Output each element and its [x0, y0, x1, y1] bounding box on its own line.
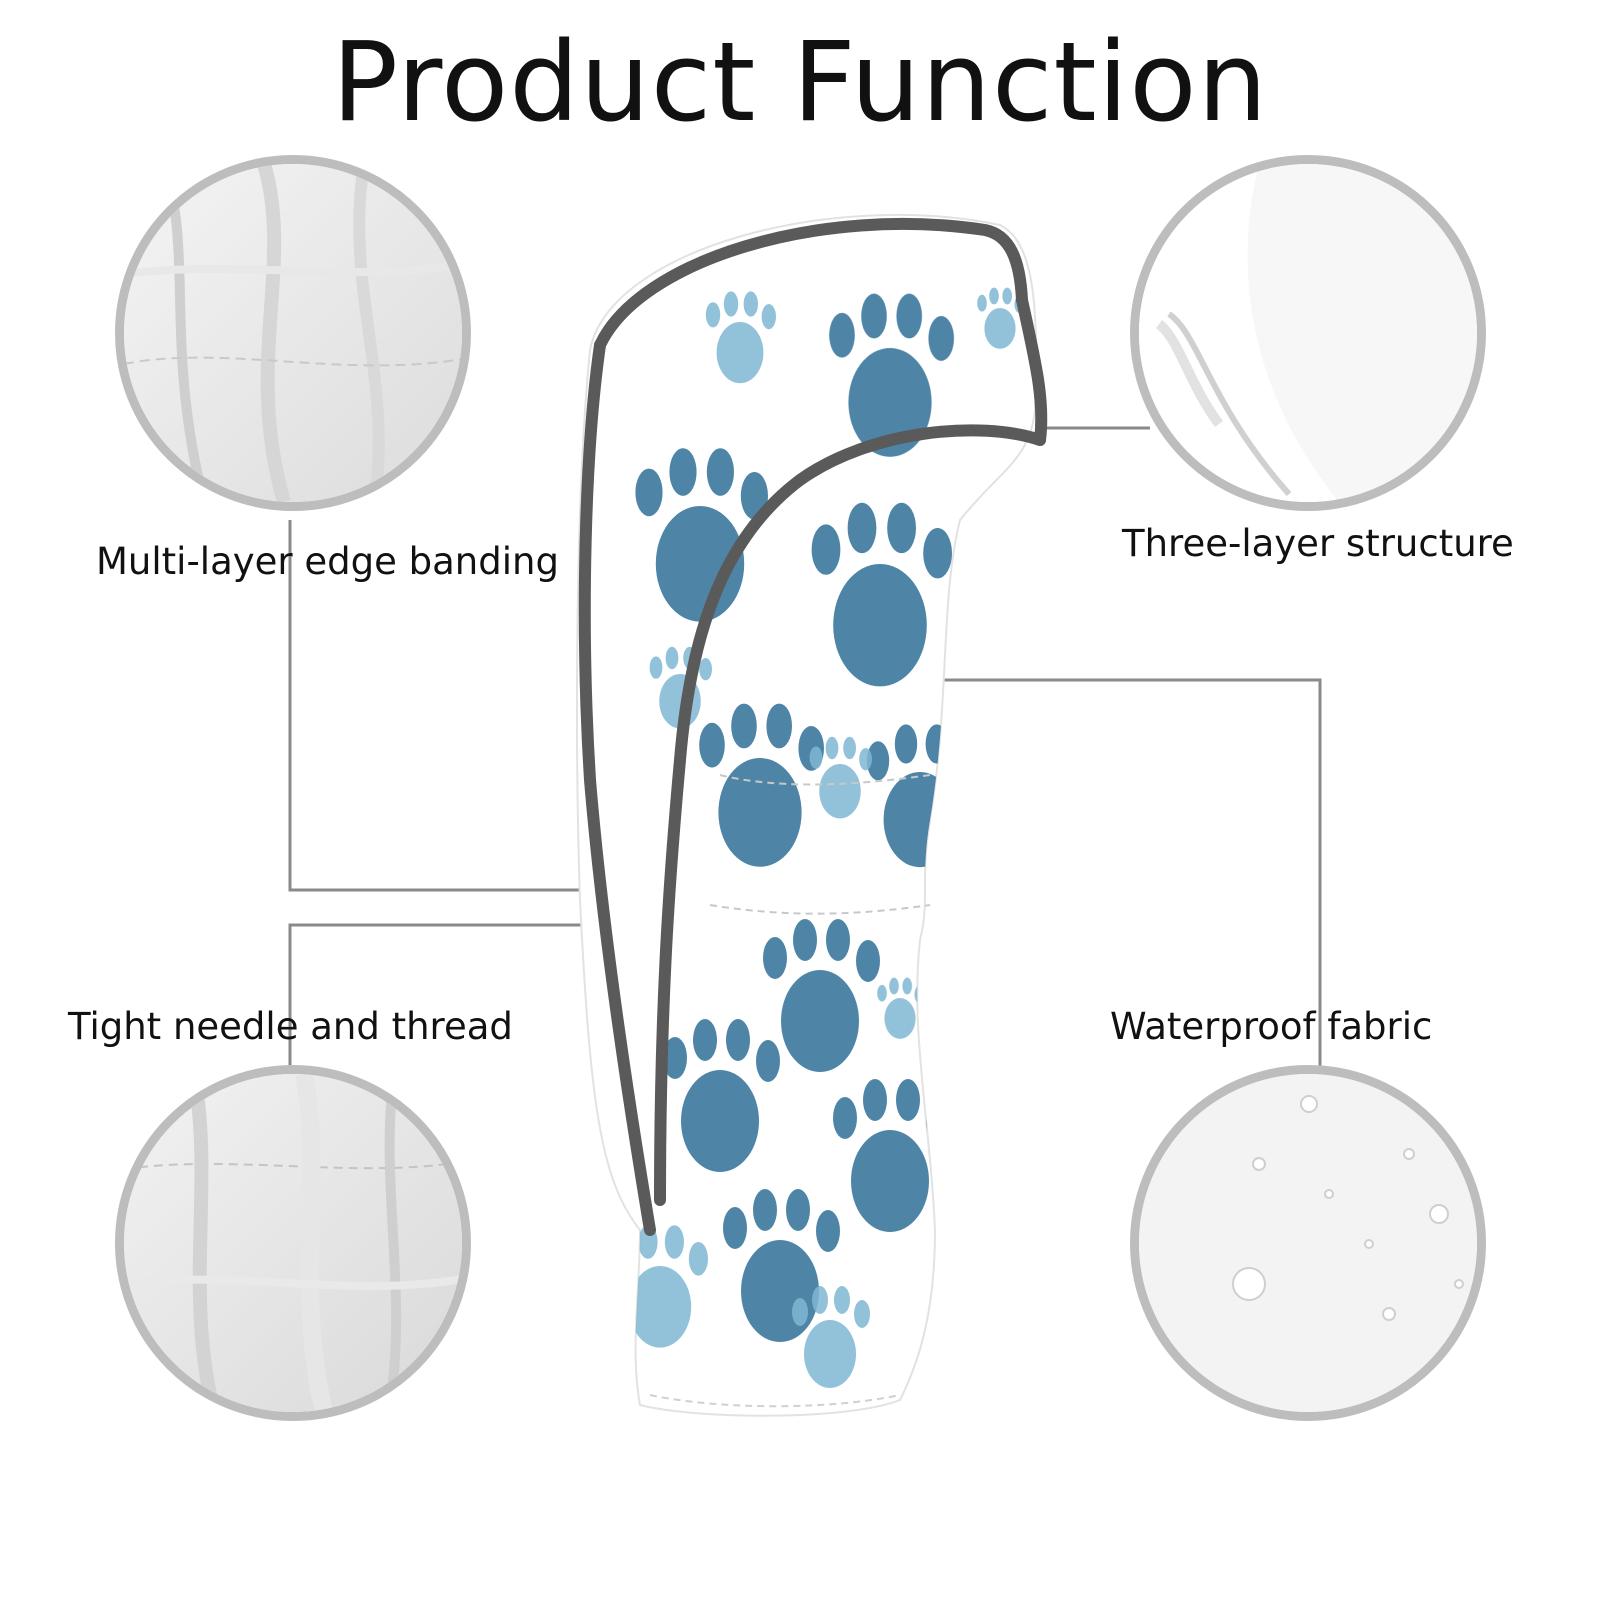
leader-line-waterproof	[925, 678, 1322, 1070]
feature-label-waterproof: Waterproof fabric	[1110, 1005, 1433, 1048]
water-droplets-icon	[1139, 1074, 1477, 1412]
leader-line-edge-banding	[288, 520, 610, 892]
detail-circle-edge-banding	[115, 155, 471, 511]
detail-circle-three-layer	[1130, 155, 1486, 511]
layered-material-icon	[1139, 164, 1477, 502]
feature-label-three-layer: Three-layer structure	[1122, 522, 1514, 565]
detail-circle-needle-thread	[115, 1065, 471, 1421]
feature-label-edge-banding: Multi-layer edge banding	[96, 540, 559, 583]
feature-label-needle-thread: Tight needle and thread	[68, 1005, 513, 1048]
stitching-texture-icon	[124, 1074, 462, 1412]
fabric-fold-texture-icon	[124, 164, 462, 502]
page-title: Product Function	[331, 18, 1269, 146]
detail-circle-waterproof	[1130, 1065, 1486, 1421]
leader-line-needle-thread	[288, 923, 610, 1070]
